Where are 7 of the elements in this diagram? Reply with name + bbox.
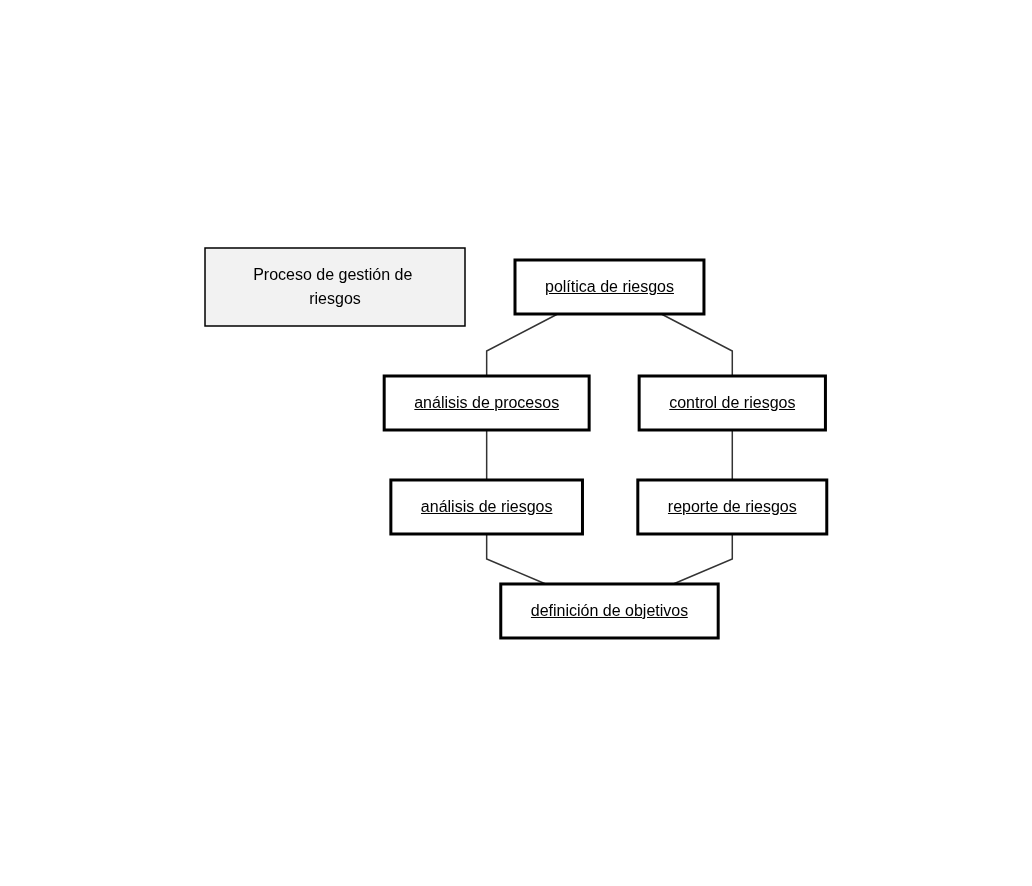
node-box: análisis de riesgos <box>389 478 585 536</box>
node-box: reporte de riesgos <box>636 478 829 536</box>
node-box: análisis de procesos <box>382 374 591 432</box>
node-box: control de riesgos <box>637 374 828 432</box>
node-box: Proceso de gestión de riesgos <box>204 247 466 327</box>
node-box: definición de objetivos <box>499 582 720 640</box>
node-box: política de riesgos <box>513 258 706 316</box>
